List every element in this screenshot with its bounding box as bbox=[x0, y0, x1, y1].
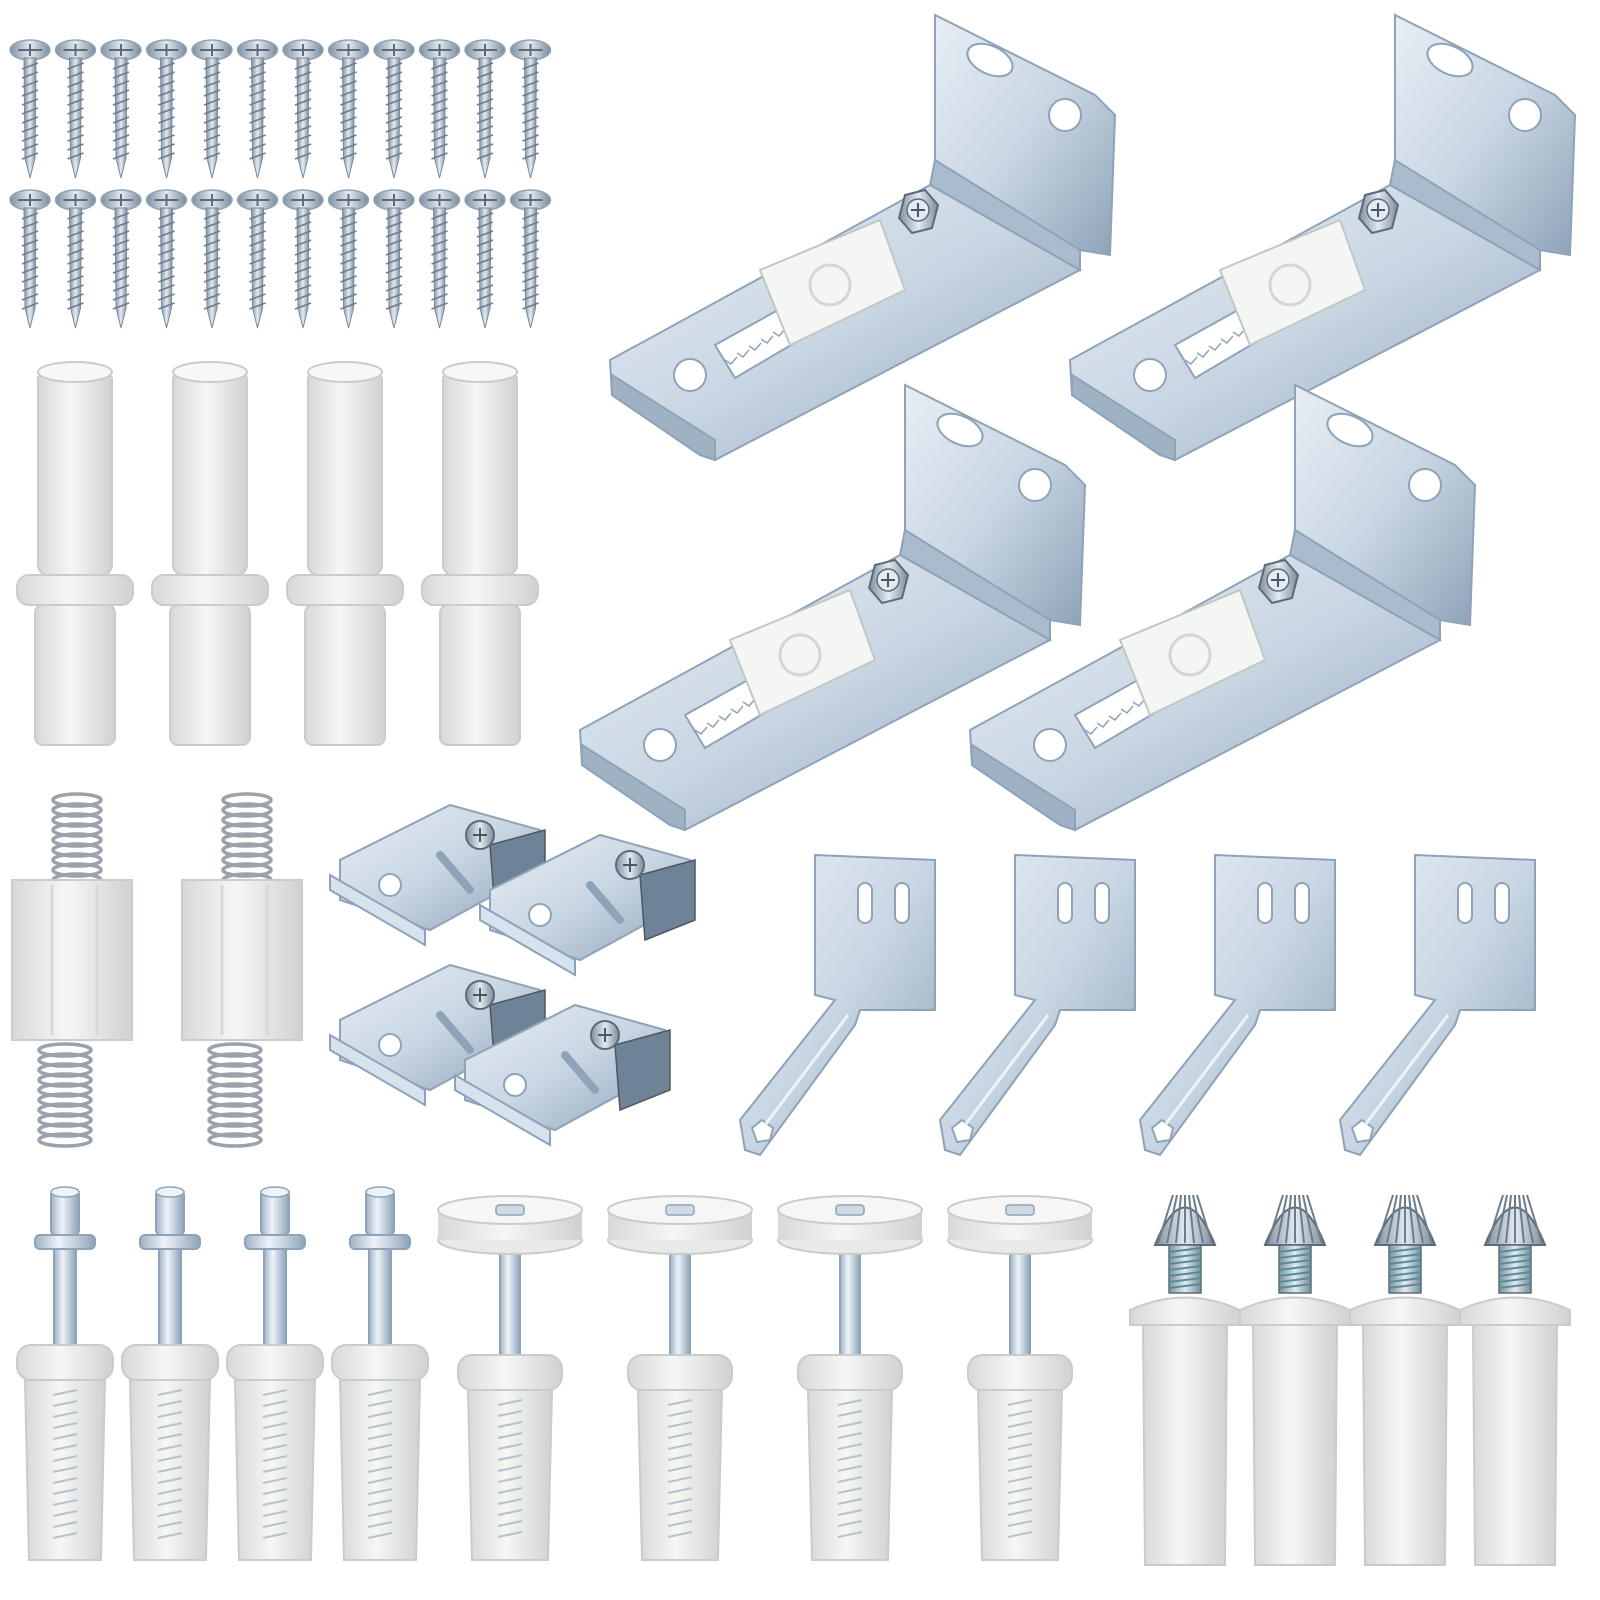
wood-screw bbox=[418, 189, 461, 329]
offset-jamb-bracket bbox=[738, 853, 936, 1157]
wood-screw bbox=[9, 189, 51, 329]
wood-screw bbox=[509, 39, 552, 179]
threaded-top-pin bbox=[1459, 1194, 1571, 1566]
pivot-pins-group bbox=[16, 1186, 429, 1561]
nylon-bushings-group bbox=[16, 361, 539, 746]
pivot-pin bbox=[16, 1186, 114, 1561]
roller-guide-wheel bbox=[777, 1195, 923, 1561]
wood-screw bbox=[9, 39, 51, 179]
snap-in-track-guide bbox=[454, 1003, 671, 1147]
wood-screw bbox=[191, 39, 233, 179]
pivot-pin bbox=[226, 1186, 324, 1561]
nylon-bushing bbox=[421, 361, 539, 746]
wood-screw bbox=[418, 39, 461, 179]
offset-jamb-bracket bbox=[1338, 853, 1536, 1157]
wood-screw bbox=[100, 189, 142, 329]
wood-screws-group bbox=[9, 39, 552, 329]
wood-screw bbox=[145, 189, 188, 329]
snap-in-track-guide bbox=[479, 833, 696, 977]
pivot-pin bbox=[121, 1186, 219, 1561]
wood-screw bbox=[509, 189, 552, 329]
pivot-pin bbox=[331, 1186, 429, 1561]
wood-screw bbox=[236, 189, 279, 329]
spring-pivot-socket bbox=[181, 792, 303, 1148]
wood-screw bbox=[54, 39, 97, 179]
offset-jamb-bracket bbox=[938, 853, 1136, 1157]
threaded-top-pin bbox=[1129, 1194, 1241, 1566]
spring-pivot-sockets-group bbox=[11, 792, 303, 1148]
nylon-bushing bbox=[286, 361, 404, 746]
offset-jamb-brackets-group bbox=[738, 853, 1536, 1157]
wood-screw bbox=[373, 189, 415, 329]
wood-screw bbox=[145, 39, 188, 179]
roller-guide-wheel bbox=[437, 1195, 583, 1561]
wood-screw bbox=[464, 189, 506, 329]
snap-in-track-guides-group bbox=[329, 803, 696, 1147]
wood-screw bbox=[191, 189, 233, 329]
wood-screw bbox=[327, 189, 370, 329]
wood-screw bbox=[282, 39, 324, 179]
roller-guide-wheel bbox=[607, 1195, 753, 1561]
wood-screw bbox=[100, 39, 142, 179]
adjustable-l-brackets-group bbox=[578, 13, 1577, 832]
wood-screw bbox=[236, 39, 279, 179]
roller-guide-wheels-group bbox=[437, 1195, 1093, 1561]
roller-guide-wheel bbox=[947, 1195, 1093, 1561]
adjustable-l-bracket bbox=[1068, 13, 1577, 462]
adjustable-l-bracket bbox=[968, 383, 1477, 832]
wood-screw bbox=[54, 189, 97, 329]
nylon-bushing bbox=[151, 361, 269, 746]
wood-screw bbox=[282, 189, 324, 329]
nylon-bushing bbox=[16, 361, 134, 746]
threaded-top-pins-group bbox=[1129, 1194, 1571, 1566]
adjustable-l-bracket bbox=[608, 13, 1117, 462]
adjustable-l-bracket bbox=[578, 383, 1087, 832]
threaded-top-pin bbox=[1239, 1194, 1351, 1566]
wood-screw bbox=[327, 39, 370, 179]
threaded-top-pin bbox=[1349, 1194, 1461, 1566]
offset-jamb-bracket bbox=[1138, 853, 1336, 1157]
spring-pivot-socket bbox=[11, 792, 133, 1148]
wood-screw bbox=[373, 39, 415, 179]
wood-screw bbox=[464, 39, 506, 179]
